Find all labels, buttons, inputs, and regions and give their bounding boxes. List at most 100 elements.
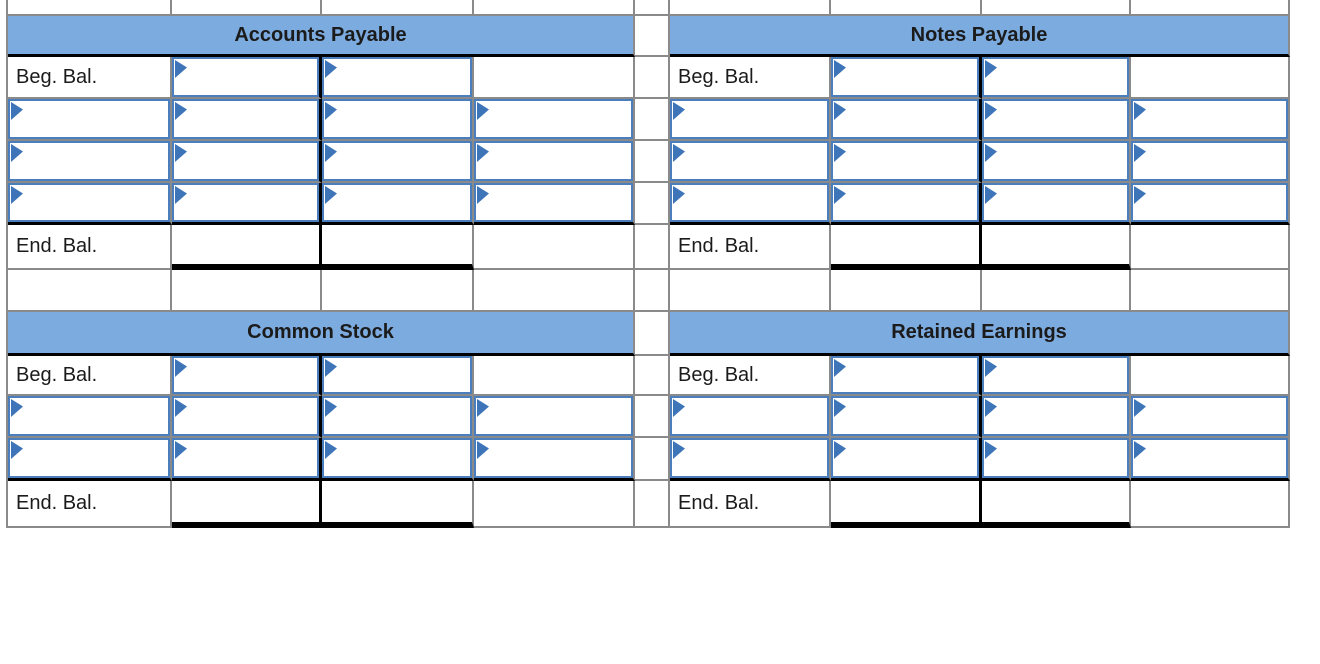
entry-field [1131, 99, 1288, 139]
entry-cell[interactable] [831, 141, 982, 183]
total-rule-cell [831, 225, 982, 270]
entry-cell[interactable] [982, 356, 1131, 396]
entry-flag-icon [477, 186, 489, 204]
entry-cell[interactable] [982, 141, 1131, 183]
grid-cell [635, 481, 670, 528]
entry-cell[interactable] [172, 438, 322, 481]
entry-cell[interactable] [172, 356, 322, 396]
entry-cell[interactable] [670, 99, 831, 141]
entry-cell[interactable] [1131, 438, 1290, 481]
account-title: Notes Payable [910, 23, 1048, 46]
entry-flag-icon [985, 441, 997, 459]
entry-flag-icon [175, 60, 187, 78]
entry-cell[interactable] [172, 183, 322, 225]
entry-cell[interactable] [322, 396, 474, 438]
total-rule-cell [322, 481, 474, 528]
entry-field [474, 99, 633, 139]
entry-cell[interactable] [322, 183, 474, 225]
grid-cell [8, 0, 172, 16]
end-bal-label: End. Bal. [8, 225, 172, 270]
entry-cell[interactable] [8, 183, 172, 225]
grid-cell [322, 270, 474, 312]
grid-cell [8, 270, 172, 312]
entry-cell[interactable] [670, 438, 831, 481]
entry-cell[interactable] [172, 99, 322, 141]
entry-field [322, 141, 472, 181]
entry-cell[interactable] [1131, 99, 1290, 141]
entry-cell[interactable] [831, 396, 982, 438]
entry-cell[interactable] [8, 396, 172, 438]
entry-flag-icon [325, 102, 337, 120]
entry-cell[interactable] [8, 99, 172, 141]
entry-field [831, 438, 979, 478]
entry-field [8, 183, 170, 222]
entry-cell[interactable] [172, 57, 322, 99]
grid-cell [474, 270, 635, 312]
entry-cell[interactable] [982, 57, 1131, 99]
entry-field [322, 356, 472, 394]
entry-cell[interactable] [982, 396, 1131, 438]
entry-cell[interactable] [982, 438, 1131, 481]
entry-field [831, 183, 979, 222]
entry-flag-icon [477, 144, 489, 162]
entry-field [982, 438, 1129, 478]
entry-cell[interactable] [474, 183, 635, 225]
entry-field [322, 57, 472, 97]
entry-flag-icon [834, 399, 846, 417]
entry-cell[interactable] [474, 99, 635, 141]
entry-flag-icon [11, 144, 23, 162]
entry-cell[interactable] [172, 141, 322, 183]
grid-cell [635, 141, 670, 183]
entry-cell[interactable] [172, 396, 322, 438]
worksheet-grid: Accounts Payable Notes Payable Beg. Bal.… [6, 0, 1290, 528]
end-bal-label: End. Bal. [670, 225, 831, 270]
grid-cell [982, 0, 1131, 16]
entry-flag-icon [1134, 441, 1146, 459]
end-bal-label: End. Bal. [670, 481, 831, 528]
entry-field [670, 396, 829, 436]
entry-cell[interactable] [1131, 396, 1290, 438]
entry-flag-icon [985, 359, 997, 377]
entry-cell[interactable] [474, 438, 635, 481]
entry-cell[interactable] [8, 141, 172, 183]
entry-cell[interactable] [322, 356, 474, 396]
entry-cell[interactable] [322, 99, 474, 141]
grid-cell [635, 0, 670, 16]
entry-cell[interactable] [474, 396, 635, 438]
entry-field [1131, 141, 1288, 181]
entry-cell[interactable] [8, 438, 172, 481]
entry-flag-icon [1134, 144, 1146, 162]
grid-cell [1131, 225, 1290, 270]
entry-cell[interactable] [831, 57, 982, 99]
entry-cell[interactable] [670, 141, 831, 183]
entry-cell[interactable] [322, 438, 474, 481]
entry-flag-icon [175, 441, 187, 459]
entry-cell[interactable] [831, 356, 982, 396]
entry-cell[interactable] [831, 99, 982, 141]
account-header-retained-earnings: Retained Earnings [670, 312, 1290, 356]
entry-flag-icon [175, 359, 187, 377]
entry-cell[interactable] [831, 183, 982, 225]
entry-field [172, 356, 319, 394]
grid-cell [1131, 57, 1290, 99]
entry-flag-icon [175, 102, 187, 120]
entry-cell[interactable] [831, 438, 982, 481]
entry-flag-icon [673, 102, 685, 120]
entry-field [982, 141, 1129, 181]
entry-cell[interactable] [322, 57, 474, 99]
entry-cell[interactable] [474, 141, 635, 183]
entry-field [831, 356, 979, 394]
entry-cell[interactable] [1131, 183, 1290, 225]
entry-cell[interactable] [670, 183, 831, 225]
entry-field [670, 183, 829, 222]
account-title: Accounts Payable [234, 23, 407, 46]
entry-cell[interactable] [1131, 141, 1290, 183]
entry-cell[interactable] [322, 141, 474, 183]
entry-cell[interactable] [982, 183, 1131, 225]
entry-cell[interactable] [982, 99, 1131, 141]
entry-flag-icon [985, 102, 997, 120]
entry-field [831, 57, 979, 97]
entry-cell[interactable] [670, 396, 831, 438]
account-header-accounts-payable: Accounts Payable [8, 16, 635, 57]
